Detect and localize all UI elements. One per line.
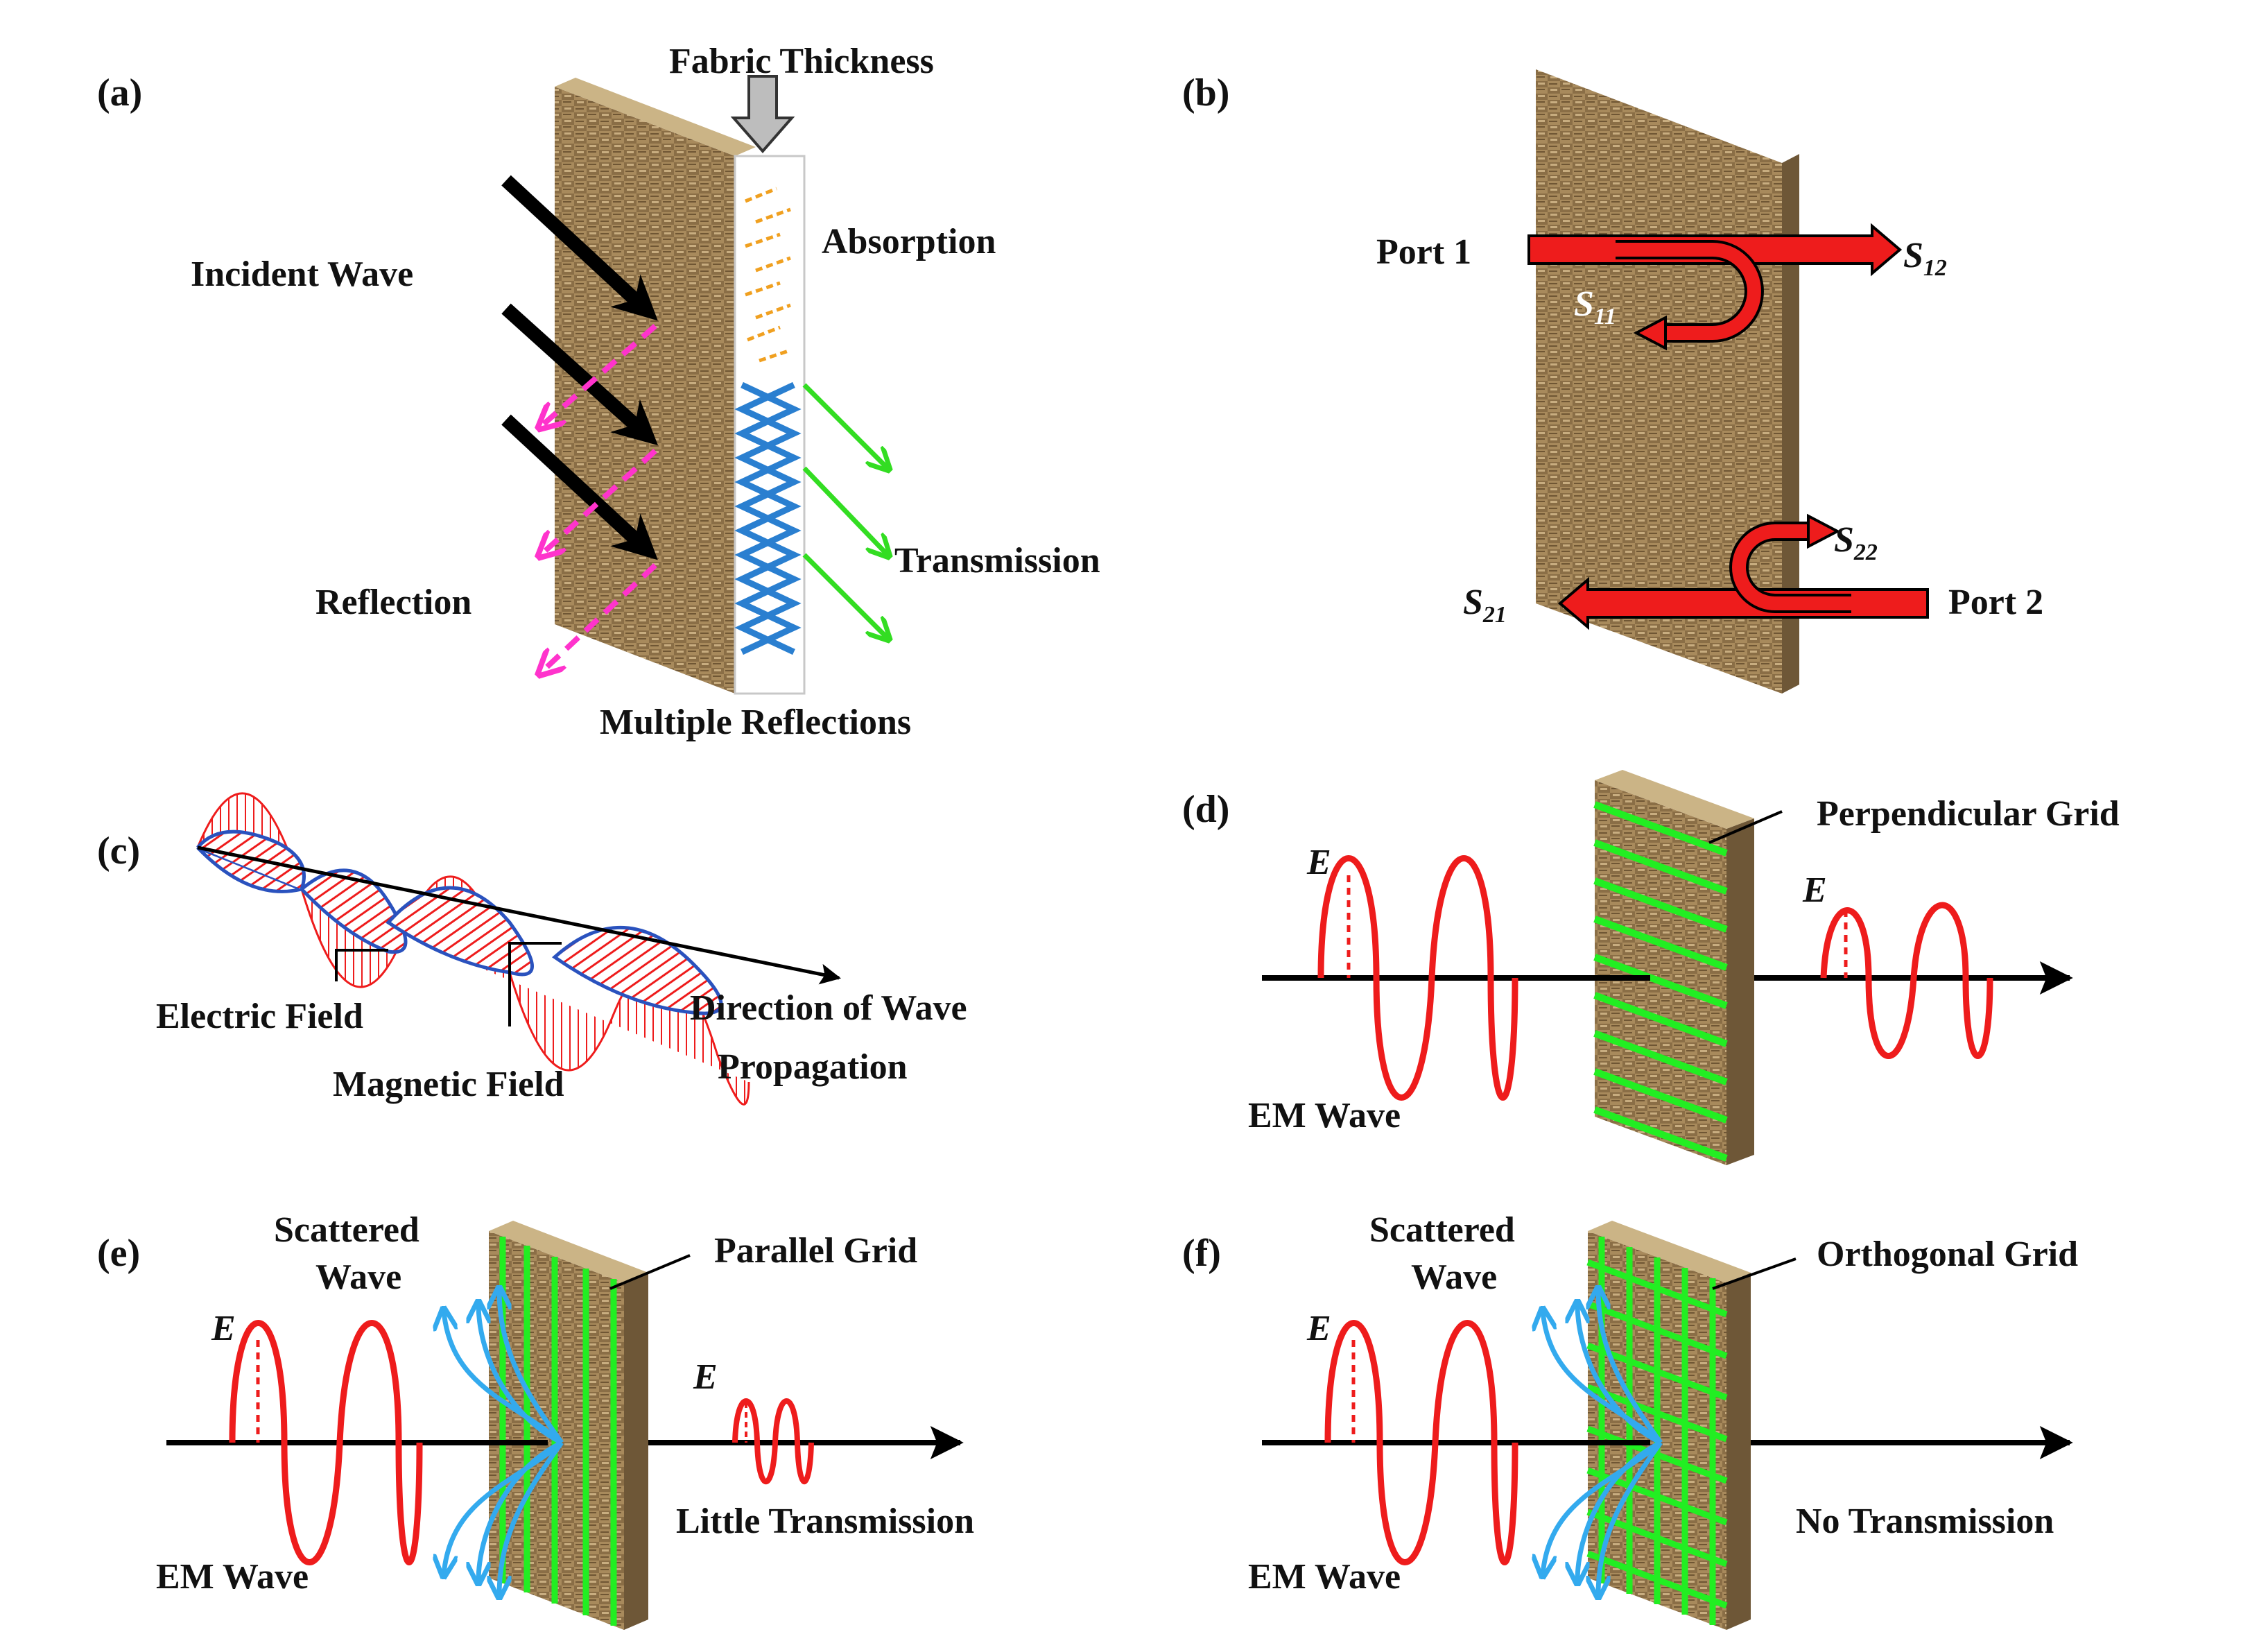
orthogonal-grid-label: Orthogonal Grid <box>1817 1235 2078 1274</box>
panel-b-fabric-slab <box>1536 69 1799 694</box>
panel-a-label: (a) <box>97 71 142 114</box>
scattered-wave-label-line1: Scattered <box>274 1210 419 1250</box>
panel-f-fabric-slab <box>1586 1221 1751 1630</box>
e-field-in-label: E <box>1306 843 1331 882</box>
panel-b-label: (b) <box>1182 71 1229 114</box>
panel-f-label: (f) <box>1182 1232 1221 1275</box>
port1-label: Port 1 <box>1376 232 1471 272</box>
transmission-label: Transmission <box>894 541 1100 581</box>
magnetic-field-leader <box>508 942 562 1026</box>
absorption-marks <box>745 187 791 363</box>
s21-arrow <box>1557 576 1929 630</box>
panel-d-label: (d) <box>1182 788 1229 831</box>
panel-c: (c) Electric Field Magnetic Field Direct… <box>97 792 967 1106</box>
panel-d: (d) Perpendicular Grid E <box>1182 770 2120 1165</box>
direction-label-line2: Propagation <box>718 1047 908 1087</box>
transmitted-wave <box>1820 902 1993 1059</box>
s22-symbol: S22 <box>1834 520 1878 565</box>
orthogonal-grid-leader <box>1712 1257 1797 1290</box>
scattered-wave-label-line2-f: Wave <box>1411 1257 1497 1297</box>
magnetic-field-label: Magnetic Field <box>333 1065 564 1104</box>
perpendicular-grid-label: Perpendicular Grid <box>1817 794 2120 834</box>
incident-wave-arrows <box>501 175 659 560</box>
no-transmission-label: No Transmission <box>1796 1502 2054 1541</box>
scattered-wave-label-line1-f: Scattered <box>1369 1210 1515 1250</box>
perpendicular-grid-leader <box>1708 810 1783 844</box>
panel-c-label: (c) <box>97 830 140 873</box>
multiple-reflections-marks <box>734 381 802 655</box>
direction-label-line1: Direction of Wave <box>690 988 967 1028</box>
reflection-label: Reflection <box>315 583 471 622</box>
panel-b: (b) Port 1 S12 S11 Port 2 S22 S21 <box>1182 69 2043 694</box>
incident-wave-e <box>229 1320 423 1565</box>
absorption-label: Absorption <box>822 222 996 261</box>
propagation-axis <box>197 845 841 985</box>
e-field-in-label-e: E <box>211 1309 236 1348</box>
scattered-wave-label-line2: Wave <box>315 1257 401 1297</box>
em-wave-label: EM Wave <box>1248 1096 1401 1135</box>
e-field-out-label: E <box>1802 870 1827 910</box>
panel-e-fabric-slab <box>489 1221 648 1630</box>
panel-f: (f) Orthogonal Grid <box>1182 1210 2078 1630</box>
s22-arrow <box>1729 513 1851 613</box>
scattered-wave-arrows <box>444 1290 564 1595</box>
s11-symbol: S11 <box>1574 284 1616 329</box>
incident-wave <box>1317 855 1518 1101</box>
transmitted-wave-e <box>732 1398 814 1485</box>
multiple-reflections-label: Multiple Reflections <box>600 703 911 742</box>
scattered-wave-arrows-f <box>1543 1290 1663 1595</box>
parallel-grid-leader <box>609 1254 691 1290</box>
em-wave-label-e: EM Wave <box>156 1557 309 1597</box>
e-field-in-label-f: E <box>1306 1309 1331 1348</box>
parallel-grid-label: Parallel Grid <box>714 1231 917 1271</box>
electric-field-label: Electric Field <box>156 997 363 1036</box>
fabric-thickness-label: Fabric Thickness <box>669 42 934 81</box>
port2-label: Port 2 <box>1948 583 2043 622</box>
s11-arrow <box>1616 240 1764 351</box>
panel-e-label: (e) <box>97 1232 140 1275</box>
fabric-thickness-arrow-icon <box>730 75 795 154</box>
transmission-arrows <box>802 383 888 638</box>
incident-wave-label: Incident Wave <box>191 255 413 294</box>
panel-e: (e) Parallel Grid <box>97 1210 974 1630</box>
panel-a: (a) Fabric Thickness Absorption <box>97 42 1100 742</box>
electric-field-leader <box>335 949 388 981</box>
incident-wave-f <box>1324 1320 1518 1565</box>
s12-symbol: S12 <box>1903 236 1947 281</box>
perpendicular-grid-lines <box>1593 801 1728 1162</box>
little-transmission-label: Little Transmission <box>676 1502 974 1541</box>
em-wave-label-f: EM Wave <box>1248 1557 1401 1597</box>
e-field-out-label-e: E <box>693 1357 718 1397</box>
panel-d-fabric-slab <box>1593 770 1754 1165</box>
s21-symbol: S21 <box>1463 583 1507 628</box>
magnetic-field-wave <box>196 830 723 1015</box>
